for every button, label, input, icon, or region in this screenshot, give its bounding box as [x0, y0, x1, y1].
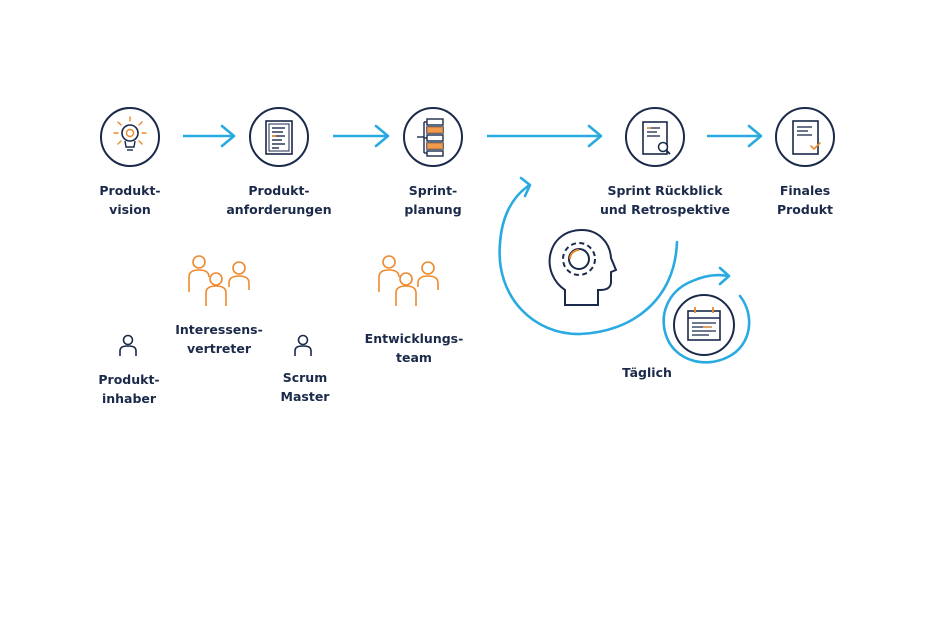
backlog-tree-icon [417, 118, 444, 157]
flow-arrow [333, 124, 390, 148]
flow-arrow [707, 124, 763, 148]
group-icon [378, 255, 439, 306]
person-icon [294, 334, 312, 356]
flow-arrow [487, 124, 603, 148]
step-icon-finales-produkt [775, 107, 835, 167]
step-icon-produktvision [100, 107, 160, 167]
sprint-cycle-arrow [498, 176, 679, 336]
person-icon [119, 334, 137, 356]
group-icon [188, 255, 250, 306]
daily-circle [673, 294, 735, 356]
step-icon-produktanforderungen [249, 107, 309, 167]
step-label-sprint-rueckblick: Sprint Rückblick und Retrospektive [600, 183, 730, 217]
daily-label: Täglich [622, 365, 672, 380]
document-search-icon [642, 121, 671, 155]
step-icon-sprintplanung [403, 107, 463, 167]
document-check-icon [792, 120, 821, 155]
step-label-finales-produkt: Finales Produkt [776, 183, 834, 217]
role-label-interessensvertreter: Interessens- vertreter [175, 322, 263, 356]
role-label-entwicklungsteam: Entwicklungs- team [364, 331, 464, 365]
step-label-produktvision: Produkt- vision [99, 183, 161, 217]
head-gear-icon [548, 228, 618, 306]
lightbulb-icon [113, 116, 147, 151]
step-label-sprintplanung: Sprint- planung [404, 183, 462, 217]
role-label-scrum-master: Scrum Master [280, 370, 330, 404]
document-list-icon [265, 120, 293, 155]
step-label-produktanforderungen: Produkt- anforderungen [226, 183, 332, 217]
step-icon-sprint-rueckblick [625, 107, 685, 167]
daily-cycle-arrow [662, 266, 751, 364]
calendar-icon [687, 307, 721, 341]
role-label-produktinhaber: Produkt- inhaber [98, 372, 160, 406]
flow-arrow [183, 124, 236, 148]
